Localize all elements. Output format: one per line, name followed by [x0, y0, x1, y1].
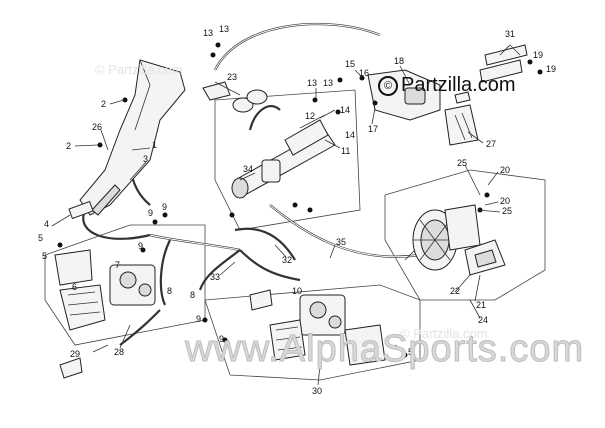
callout-24: 24 — [478, 315, 488, 325]
callout-25: 25 — [502, 206, 512, 216]
callout-25: 25 — [457, 158, 467, 168]
callout-1: 1 — [152, 140, 157, 150]
watermark-partzilla: ©Partzilla.com — [378, 74, 515, 97]
left-caliper-assembly — [54, 249, 156, 331]
callout-14: 14 — [340, 105, 350, 115]
callout-26: 26 — [92, 122, 102, 132]
callout-15: 15 — [345, 59, 355, 69]
callout-31: 31 — [505, 29, 515, 39]
callout-21: 21 — [476, 300, 486, 310]
callout-32: 32 — [282, 255, 292, 265]
callout-30: 30 — [312, 386, 322, 396]
callout-9: 9 — [138, 241, 143, 251]
brake-hoses — [82, 22, 421, 346]
watermark-ghost: © Partzilla.com — [95, 62, 183, 77]
callout-23: 23 — [227, 72, 237, 82]
callout-20: 20 — [500, 196, 510, 206]
callout-2: 2 — [101, 99, 106, 109]
callout-7: 7 — [115, 260, 120, 270]
watermark-ghost: © Partzilla.com — [400, 326, 488, 341]
callout-13: 13 — [323, 78, 333, 88]
callout-22: 22 — [450, 286, 460, 296]
callout-13: 13 — [307, 78, 317, 88]
callout-18: 18 — [394, 56, 404, 66]
callout-11: 11 — [341, 146, 350, 156]
callout-3: 3 — [143, 154, 148, 164]
fluid-reservoir — [202, 81, 268, 113]
callout-13: 13 — [219, 24, 229, 34]
fittings — [57, 42, 543, 379]
callout-12: 12 — [305, 111, 315, 121]
callout-33: 33 — [210, 272, 220, 282]
callout-8: 8 — [190, 290, 195, 300]
watermark-alphasports: www.AlphaSports.com — [184, 328, 585, 371]
copyright-icon: © — [378, 76, 398, 96]
callout-5: 5 — [38, 233, 43, 243]
callout-28: 28 — [114, 347, 124, 357]
callout-4: 4 — [44, 219, 49, 229]
callout-27: 27 — [486, 139, 496, 149]
callout-9: 9 — [148, 208, 153, 218]
watermark-partzilla-text: Partzilla.com — [401, 74, 516, 96]
callout-9: 9 — [162, 202, 167, 212]
master-cylinder — [231, 105, 336, 199]
parking-brake-lever — [68, 59, 186, 220]
callout-14: 14 — [345, 130, 355, 140]
callout-13: 13 — [203, 28, 213, 38]
callout-6: 6 — [72, 282, 77, 292]
callout-8: 8 — [167, 286, 172, 296]
callout-5: 5 — [408, 347, 413, 357]
callout-16: 16 — [359, 68, 369, 78]
leader-lines — [51, 44, 521, 386]
callout-29: 29 — [70, 349, 80, 359]
callout-17: 17 — [368, 124, 378, 134]
callout-10: 10 — [292, 286, 302, 296]
callout-9: 9 — [219, 334, 224, 344]
callout-20: 20 — [500, 165, 510, 175]
callout-35: 35 — [336, 237, 346, 247]
callout-9: 9 — [196, 314, 201, 324]
right-rotor-assembly — [404, 204, 506, 276]
callout-19: 19 — [546, 64, 556, 74]
callout-34: 34 — [243, 164, 253, 174]
part-callouts: 13 13 13 13 23 2 2 26 1 3 4 5 5 6 9 9 9 … — [38, 24, 556, 396]
lower-caliper-assembly — [249, 289, 386, 366]
callout-5: 5 — [42, 251, 47, 261]
callout-2: 2 — [66, 141, 71, 151]
callout-19: 19 — [533, 50, 543, 60]
